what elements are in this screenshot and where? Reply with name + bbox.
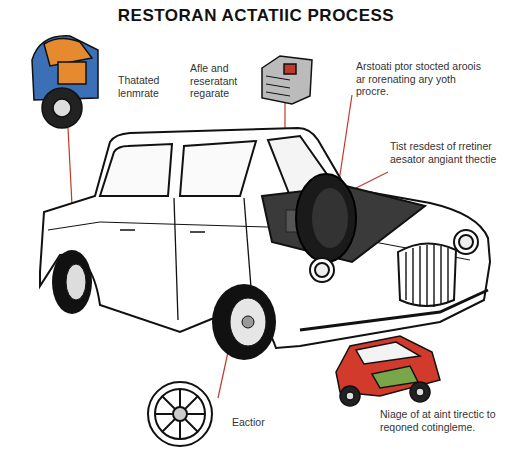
grille: [300, 230, 488, 330]
callout-label: Tist resdest of rretiner aesator angiant…: [390, 140, 502, 165]
rear-part: [32, 36, 98, 128]
wheel-rim: [148, 382, 212, 446]
wheels: [52, 250, 276, 360]
callout-label: Thatated lenmrate: [118, 74, 188, 99]
model-car: [336, 336, 440, 406]
engine-box: [262, 56, 312, 104]
engine-bay: [262, 174, 425, 262]
callout-label: Afle and reseratant regarate: [190, 62, 260, 100]
callout-label: Eactior: [232, 416, 292, 429]
callout-label: Niage of at aint tirectic to reqoned cot…: [380, 408, 508, 433]
callout-label: Arstoati ptor stocted aroois ar rorenati…: [356, 60, 486, 98]
title: RESTORAN ACTATIIC PROCESS: [0, 6, 512, 26]
